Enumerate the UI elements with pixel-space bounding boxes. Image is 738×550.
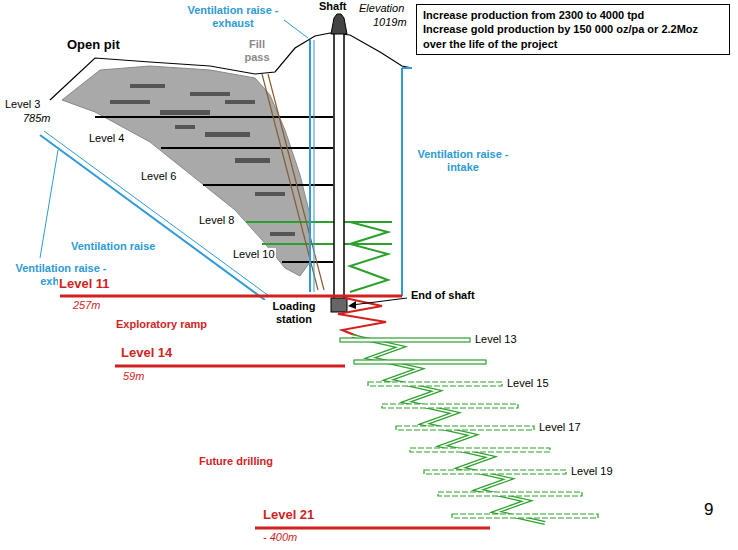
shaft-end-label: End of shaft xyxy=(410,289,476,302)
leader-arrow xyxy=(348,301,356,309)
level-label: Level 10 xyxy=(232,248,276,261)
level-stub xyxy=(452,514,598,518)
shaft xyxy=(331,14,347,312)
stopes xyxy=(110,84,295,236)
level-label: Level 8 xyxy=(198,214,235,227)
elevation-value: 1019m xyxy=(372,16,408,29)
loading-station xyxy=(331,298,347,312)
shaft-label: Shaft xyxy=(318,0,348,13)
raise-label: Ventilation raise xyxy=(70,240,156,253)
info-box: Increase production from 2300 to 4000 tp… xyxy=(416,4,730,55)
elevation-value: - 400m xyxy=(262,531,298,544)
note-label: Future drilling xyxy=(198,455,274,468)
level-label: Level 15 xyxy=(506,377,550,390)
elevation-value: 59m xyxy=(122,370,145,383)
raise-label: Ventilation raise - exhaust xyxy=(182,4,284,29)
future-ramp xyxy=(340,336,598,523)
level-stub xyxy=(424,470,566,474)
elevation-value: 257m xyxy=(72,299,102,312)
fill-pass-label: Fill pass xyxy=(240,38,274,63)
info-text: Increase production from 2300 to 4000 tp… xyxy=(423,8,723,22)
info-text: Increase gold production by 150 000 oz/p… xyxy=(423,22,723,51)
level-label: Level 4 xyxy=(88,132,125,145)
page-number: 9 xyxy=(703,500,714,520)
level-stub xyxy=(368,382,502,386)
ventilation-raises xyxy=(40,20,412,300)
level-stub xyxy=(354,360,486,364)
level-label: Level 6 xyxy=(140,170,177,183)
elevation-label: Elevation xyxy=(358,2,405,15)
ground-surface xyxy=(50,33,412,100)
level-stub xyxy=(410,448,550,452)
level-stub xyxy=(396,426,534,430)
leader-line xyxy=(352,298,407,305)
level-stub xyxy=(382,404,518,408)
level-stub xyxy=(438,492,582,496)
ramp-label: Exploratory ramp xyxy=(115,318,208,331)
level-label: Level 13 xyxy=(474,333,518,346)
level-label: Level 19 xyxy=(570,465,614,478)
elevation-value: 785m xyxy=(22,112,52,125)
raise-label: Ventilation raise - intake xyxy=(416,148,510,173)
elevation-lines xyxy=(60,296,490,528)
level-label: Level 11 xyxy=(58,277,111,292)
level-stub xyxy=(340,338,470,342)
level-label: Level 17 xyxy=(538,421,582,434)
level-label: Level 21 xyxy=(262,508,315,523)
open-pit-label: Open pit xyxy=(66,38,121,53)
level-label: Level 14 xyxy=(120,346,173,361)
station-label: Loading station xyxy=(260,300,328,325)
level-label: Level 3 xyxy=(4,98,41,111)
